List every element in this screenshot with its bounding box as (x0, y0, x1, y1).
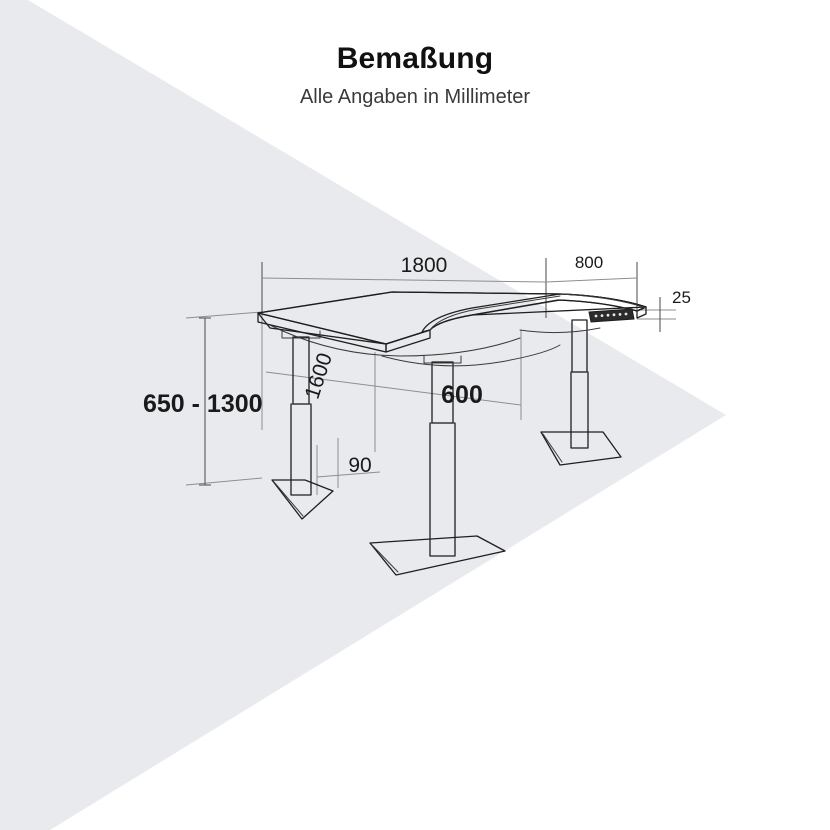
thickness-dimension-group: 25 (637, 288, 691, 332)
leg-center (369, 355, 506, 576)
handset-body[interactable] (588, 308, 635, 323)
leg-center-foot-edge (371, 544, 399, 573)
foot-dim-line (316, 471, 381, 478)
handset-key-3[interactable] (606, 313, 610, 317)
leg-right (540, 319, 622, 466)
leg-center-bracket (423, 355, 462, 364)
tabletop-front-thickness (385, 329, 431, 353)
dim-label-depth-front: 600 (441, 381, 483, 409)
leg-right-foot-edge (542, 433, 563, 463)
leg-left-foot-edge (273, 481, 304, 517)
dim-line-1800 (261, 277, 547, 283)
handset-key-2[interactable] (600, 314, 604, 317)
handset-key-5[interactable] (618, 313, 622, 316)
leg-center-foot (369, 535, 506, 576)
height-ext-top (185, 311, 263, 319)
dim-line-800 (545, 277, 638, 283)
floor-plane-shape (0, 0, 726, 830)
underside-front-panel (381, 344, 561, 367)
dim-label-width-main: 1800 (401, 254, 448, 277)
tabletop-underside (269, 324, 601, 367)
tabletop-inner-curve (429, 295, 561, 331)
leg-right-foot (540, 431, 622, 466)
foot-dimension-group: 90 (316, 438, 381, 495)
underside-left-panel (269, 324, 521, 357)
leg-left (271, 330, 334, 520)
height-dimension-group: 650 - 1300 (143, 311, 263, 486)
dim-label-height-range: 650 - 1300 (143, 390, 263, 418)
dim-label-foot-depth: 90 (348, 454, 371, 477)
handset-key-6[interactable] (624, 312, 628, 316)
tabletop (257, 291, 647, 353)
height-ext-bottom (185, 477, 263, 486)
tabletop-right-thickness (636, 306, 647, 319)
dim-label-thickness: 25 (672, 288, 691, 307)
handset-keys[interactable] (594, 312, 628, 318)
depth-front-dimension-group: 600 (441, 330, 522, 420)
leg-left-foot (271, 479, 334, 520)
top-dimension-group: 1800 800 (261, 253, 638, 318)
handset-key-4[interactable] (612, 313, 616, 317)
handset-key-1[interactable] (594, 314, 598, 318)
control-handset[interactable] (588, 308, 635, 323)
tabletop-right-nose (559, 293, 647, 309)
underside-right-rail (519, 327, 601, 334)
dim-label-width-extension: 800 (575, 253, 603, 272)
